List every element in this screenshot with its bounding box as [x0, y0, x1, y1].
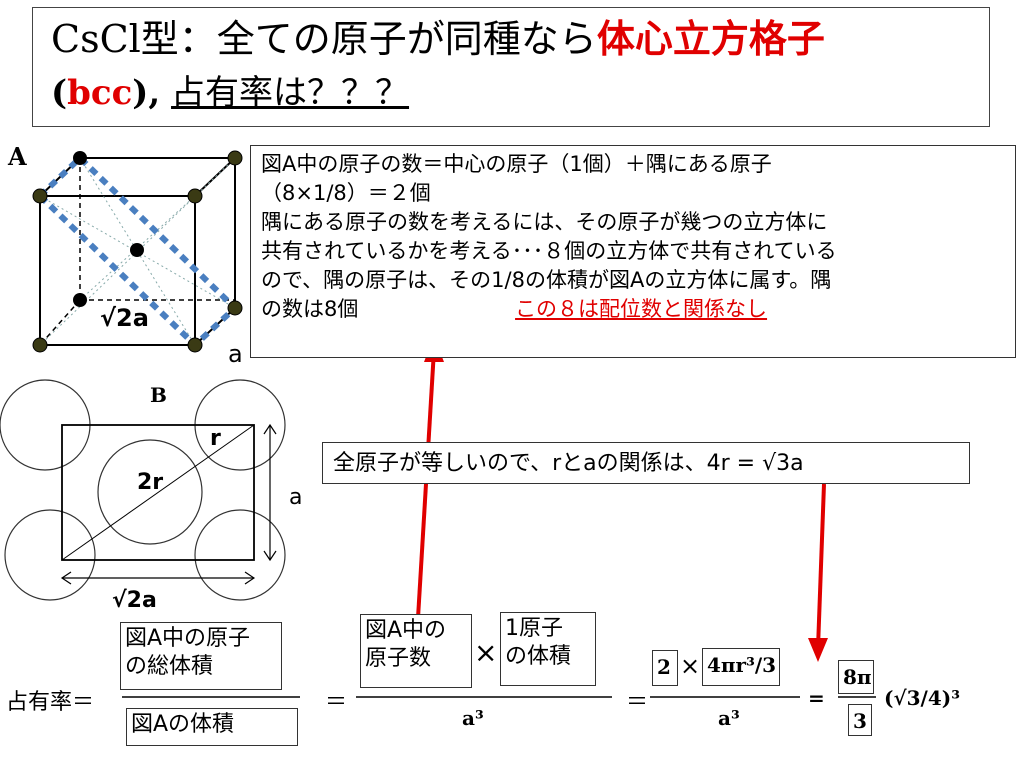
cube-diag-label: √2a: [100, 304, 149, 332]
radius-label: r: [210, 426, 221, 451]
corner-atom: [187, 188, 203, 204]
frac4-denominator: 3: [848, 704, 872, 736]
info-line3: 隅にある原子の数を考えるには、その原子が幾つの立方体に: [261, 210, 828, 234]
frac3-num-a: 2: [652, 650, 678, 686]
frac2-num-b-line1: 1原子: [505, 616, 563, 641]
frac2-denominator: a³: [462, 706, 484, 730]
frac1-numerator: 図A中の原子 の総体積: [120, 622, 282, 690]
times-2: ×: [680, 652, 701, 680]
frac4-numerator: 8π: [838, 660, 874, 694]
info-red-note: この８は配位数と関係なし: [515, 297, 768, 321]
info-line5: ので、隅の原子は、その1/8の体積が図Aの立方体に属す。隅: [261, 268, 832, 292]
section-rect: [61, 424, 255, 561]
relation-box: 全原子が等しいので、rとaの関係は、4r = √3a: [322, 442, 970, 484]
corner-atom: [227, 150, 243, 166]
corner-atom: [187, 337, 203, 353]
title-red: 体心立方格子: [596, 17, 825, 61]
height-label: a: [289, 485, 303, 510]
atom-circle: [97, 439, 203, 545]
info-line2: （8×1/8）＝２個: [261, 181, 431, 205]
info-line4: 共有されているかを考える･･･８個の立方体で共有されている: [261, 239, 837, 263]
info-line1: 図A中の原子の数＝中心の原子（1個）＋隅にある原子: [261, 152, 772, 176]
frac2-num-a: 図A中の 原子数: [360, 614, 472, 688]
equals-3: =: [808, 686, 825, 710]
title-line1: CsCl型：全ての原子が同種なら体心立方格子: [51, 14, 825, 64]
info-line6-text: の数は8個: [261, 297, 359, 321]
frac2-num-a-line2: 原子数: [365, 646, 432, 671]
cube-back-edge: [39, 299, 81, 346]
title-line2: (bcc), 占有率は？？？: [51, 68, 409, 118]
body-diagonal: [79, 157, 196, 346]
figure-b-label: B: [150, 383, 167, 407]
frac2-num-a-line1: 図A中の: [365, 618, 447, 643]
two-r-label: 2r: [137, 470, 164, 495]
frac1-denominator: 図Aの体積: [126, 708, 298, 746]
cube-edge-label: a: [228, 340, 243, 368]
info-box: 図A中の原子の数＝中心の原子（1個）＋隅にある原子 （8×1/8）＝２個 隅にあ…: [250, 145, 1016, 358]
frac2-num-b: 1原子 の体積: [500, 612, 596, 686]
section-diagonal: [61, 424, 255, 561]
frac2-num-b-line2: の体積: [505, 644, 572, 669]
width-label: √2a: [112, 588, 157, 613]
frac1-num-line1: 図A中の原子: [125, 626, 251, 651]
frac3-num-b: 4πr³/3: [702, 648, 780, 686]
red-arrow-up: [416, 349, 436, 619]
equals-1: ＝: [325, 690, 348, 715]
info-line6: の数は8個 この８は配位数と関係なし: [261, 295, 1005, 324]
formula-tail: (√3/4)³: [884, 686, 960, 710]
atom-circle: [194, 509, 286, 601]
corner-atom: [73, 293, 87, 307]
figure-a-label: A: [8, 142, 27, 171]
corner-atom: [32, 337, 48, 353]
times-1: ×: [474, 636, 498, 669]
body-diagonal: [79, 195, 196, 301]
title-question: 占有率は？？？: [171, 73, 410, 113]
frac3-denominator: a³: [718, 706, 740, 730]
red-arrow-down: [816, 483, 826, 649]
title-prefix: CsCl型：全ての原子が同種なら: [51, 17, 597, 61]
corner-atom: [227, 300, 243, 316]
corner-atom: [73, 151, 87, 165]
title-close-paren: ),: [132, 73, 161, 113]
title-open-paren: (: [51, 73, 68, 113]
occupancy-label: 占有率＝: [6, 690, 95, 715]
center-atom: [130, 243, 144, 257]
equals-2: ＝: [626, 690, 649, 715]
corner-atom: [32, 188, 48, 204]
frac1-num-line2: の総体積: [125, 654, 214, 679]
title-bcc: bcc: [67, 73, 133, 113]
atom-circle: [4, 509, 96, 601]
title-box: CsCl型：全ての原子が同種なら体心立方格子 (bcc), 占有率は？？？: [32, 7, 990, 127]
